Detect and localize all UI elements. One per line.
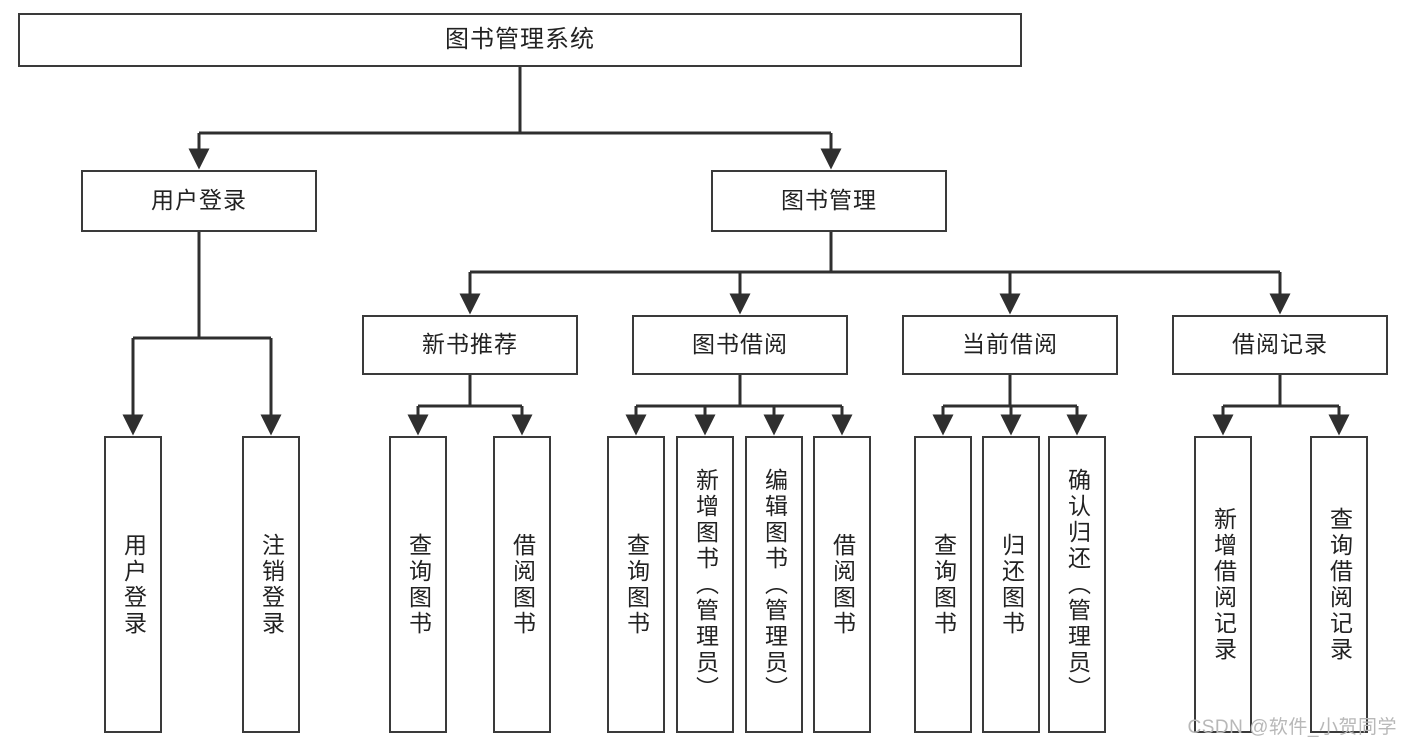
leaf-user-login-login[interactable]: 用户登录 — [104, 436, 162, 733]
node-label: 新增借阅记录 — [1210, 506, 1237, 663]
node-label: 查询借阅记录 — [1326, 506, 1353, 663]
node-label: 查询图书 — [930, 532, 957, 637]
leaf-current-borrow-query-books[interactable]: 查询图书 — [914, 436, 972, 733]
node-user-login[interactable]: 用户登录 — [81, 170, 317, 232]
node-label: 确认归还（管理员） — [1064, 467, 1091, 702]
node-book-borrowing[interactable]: 图书借阅 — [632, 315, 848, 375]
node-new-book-recommendation[interactable]: 新书推荐 — [362, 315, 578, 375]
node-label: 编辑图书（管理员） — [761, 467, 788, 702]
node-book-management[interactable]: 图书管理 — [711, 170, 947, 232]
node-borrowing-record[interactable]: 借阅记录 — [1172, 315, 1388, 375]
node-label: 新增图书（管理员） — [692, 467, 719, 702]
node-label: 新书推荐 — [422, 331, 518, 358]
leaf-borrow-record-add-record[interactable]: 新增借阅记录 — [1194, 436, 1252, 733]
leaf-current-borrow-return-books[interactable]: 归还图书 — [982, 436, 1040, 733]
leaf-book-borrow-borrow-books[interactable]: 借阅图书 — [813, 436, 871, 733]
node-label: 图书管理系统 — [445, 25, 595, 53]
node-label: 当前借阅 — [962, 331, 1058, 358]
leaf-borrow-record-query-record[interactable]: 查询借阅记录 — [1310, 436, 1368, 733]
node-root-book-management-system[interactable]: 图书管理系统 — [18, 13, 1022, 67]
node-label: 图书管理 — [781, 187, 877, 214]
node-label: 归还图书 — [998, 532, 1025, 637]
node-label: 借阅记录 — [1232, 331, 1328, 358]
node-current-borrowing[interactable]: 当前借阅 — [902, 315, 1118, 375]
leaf-new-book-query-books[interactable]: 查询图书 — [389, 436, 447, 733]
leaf-book-borrow-add-book-admin[interactable]: 新增图书（管理员） — [676, 436, 734, 733]
csdn-watermark: CSDN @软件_小贺同学 — [1187, 717, 1397, 738]
node-label: 用户登录 — [151, 187, 247, 214]
node-label: 用户登录 — [120, 532, 147, 637]
leaf-book-borrow-query-books[interactable]: 查询图书 — [607, 436, 665, 733]
node-label: 借阅图书 — [509, 532, 536, 637]
node-label: 查询图书 — [623, 532, 650, 637]
node-label: 查询图书 — [405, 532, 432, 637]
leaf-user-login-logout[interactable]: 注销登录 — [242, 436, 300, 733]
node-label: 注销登录 — [258, 532, 285, 637]
leaf-current-borrow-confirm-return-admin[interactable]: 确认归还（管理员） — [1048, 436, 1106, 733]
leaf-book-borrow-edit-book-admin[interactable]: 编辑图书（管理员） — [745, 436, 803, 733]
leaf-new-book-borrow-books[interactable]: 借阅图书 — [493, 436, 551, 733]
node-label: 图书借阅 — [692, 331, 788, 358]
node-label: 借阅图书 — [829, 532, 856, 637]
